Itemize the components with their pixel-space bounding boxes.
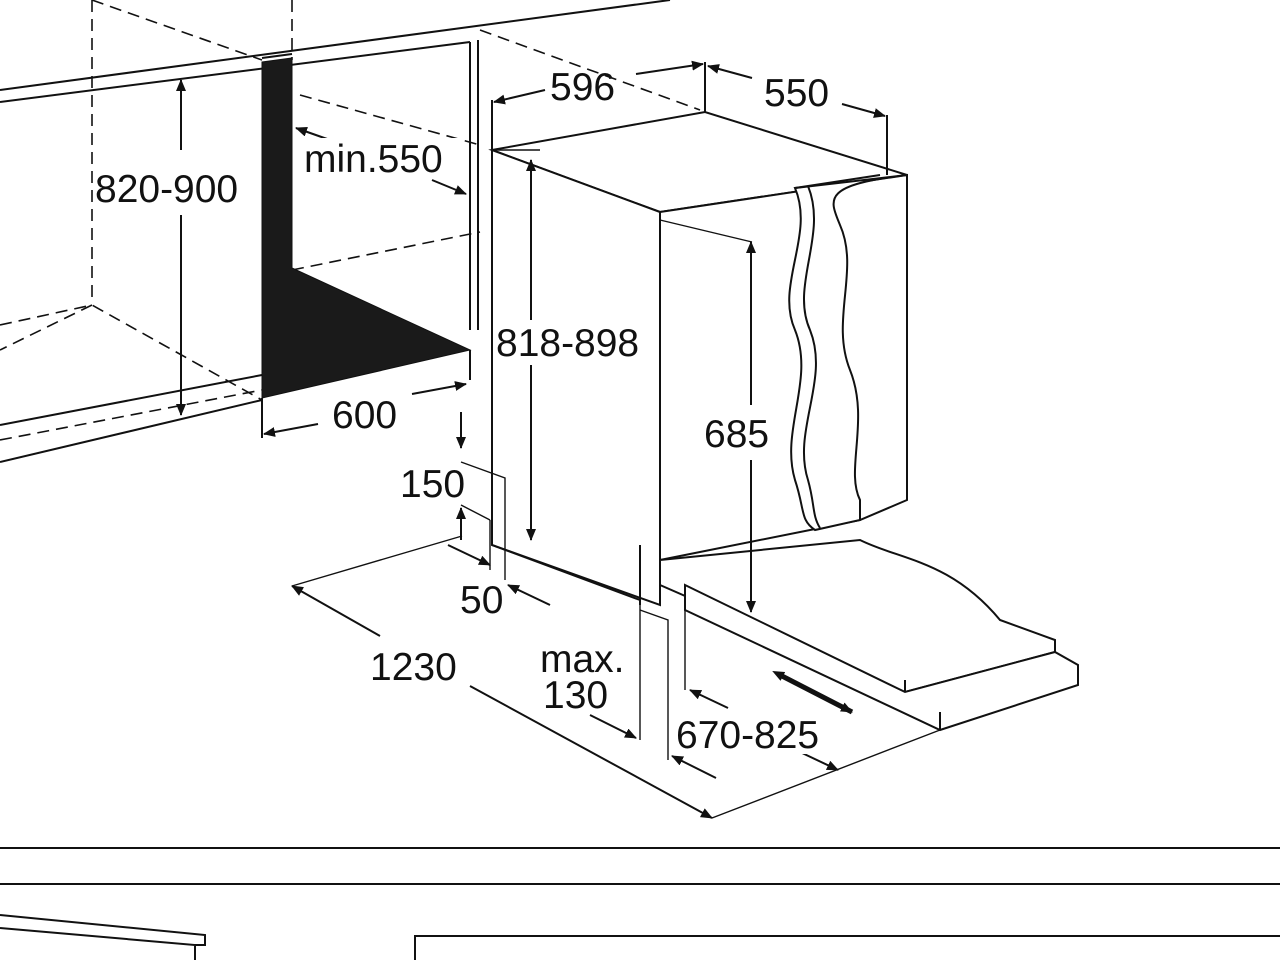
label-cabinet-height: 820-900 <box>95 168 238 211</box>
label-plinth-gap: 50 <box>460 579 503 622</box>
dimension-labels: 820-900 min.550 600 596 550 818-898 685 … <box>95 66 834 757</box>
label-appliance-height: 818-898 <box>496 322 639 365</box>
label-appliance-depth: 550 <box>764 72 829 115</box>
label-door-travel: 1230 <box>370 646 457 689</box>
label-panel-range: 670-825 <box>676 714 819 757</box>
label-niche-width: 600 <box>332 394 397 437</box>
kitchen-cabinets <box>0 0 701 463</box>
niche-side-wall <box>261 57 472 438</box>
next-diagram-strip <box>0 847 1280 960</box>
label-niche-depth: min.550 <box>304 138 443 181</box>
door-panel <box>788 174 908 532</box>
decor-panel <box>659 538 1079 732</box>
label-max-value: 130 <box>543 674 608 717</box>
label-plinth-height: 150 <box>400 463 465 506</box>
label-max: max. <box>540 638 625 681</box>
label-door-height: 685 <box>704 413 769 456</box>
label-appliance-width: 596 <box>550 66 615 109</box>
